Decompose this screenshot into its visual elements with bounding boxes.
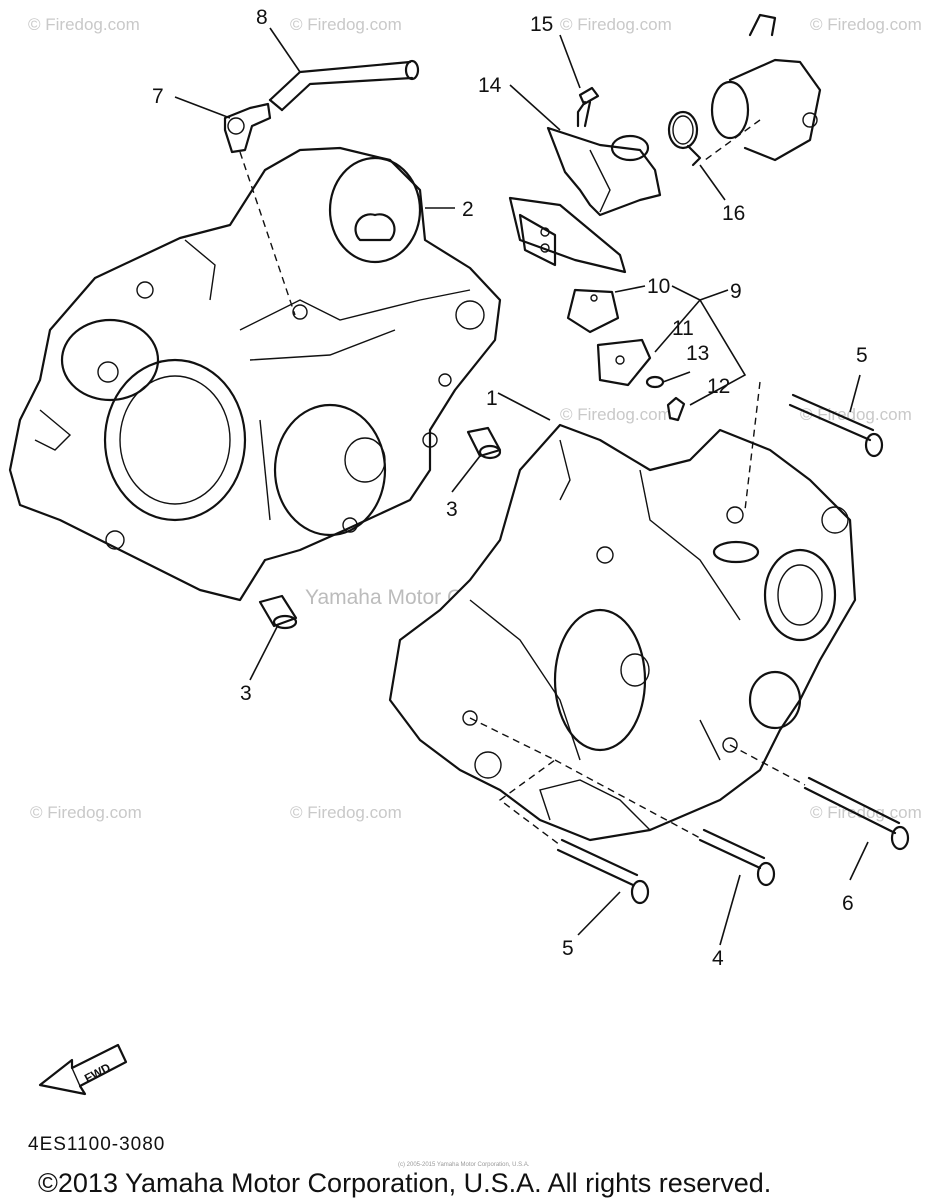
watermark-site: © Firedog.com bbox=[28, 15, 140, 34]
watermark-site: © Firedog.com bbox=[560, 15, 672, 34]
watermark-site: © Firedog.com bbox=[800, 405, 912, 424]
hose-drawing bbox=[223, 59, 420, 316]
diagram-code: 4ES1100-3080 bbox=[28, 1134, 165, 1155]
label-part-14: 14 bbox=[478, 74, 502, 97]
label-part-12: 12 bbox=[707, 375, 730, 398]
label-part-10: 10 bbox=[647, 275, 670, 298]
watermark-site: © Firedog.com bbox=[810, 15, 922, 34]
label-part-7: 7 bbox=[152, 85, 164, 108]
watermark-site: © Firedog.com bbox=[560, 405, 672, 424]
watermark-site: © Firedog.com bbox=[30, 803, 142, 822]
label-part-16: 16 bbox=[722, 202, 745, 225]
fwd-arrow-icon: FWD bbox=[38, 1043, 128, 1096]
part-labels: 8 7 15 14 2 16 10 9 11 13 12 5 1 3 3 6 4… bbox=[152, 6, 868, 970]
watermark-site: © Firedog.com bbox=[290, 15, 402, 34]
intake-manifold-drawing bbox=[546, 13, 822, 217]
small-copyright: (c) 2005-2015 Yamaha Motor Corporation, … bbox=[398, 1162, 530, 1168]
label-part-11: 11 bbox=[672, 317, 694, 340]
watermark-site: © Firedog.com bbox=[290, 803, 402, 822]
crankcase-left-drawing bbox=[8, 146, 502, 602]
label-part-6: 6 bbox=[842, 892, 854, 915]
label-part-8: 8 bbox=[256, 6, 268, 29]
label-part-1: 1 bbox=[486, 387, 498, 410]
label-part-4: 4 bbox=[712, 947, 724, 970]
label-part-5-bottom: 5 bbox=[562, 937, 574, 960]
label-part-2: 2 bbox=[462, 198, 474, 221]
copyright-notice: ©2013 Yamaha Motor Corporation, U.S.A. A… bbox=[38, 1168, 771, 1198]
dowel-pin-drawing bbox=[258, 426, 502, 630]
watermark-site: © Firedog.com bbox=[810, 803, 922, 822]
label-part-3-lower: 3 bbox=[240, 682, 252, 705]
label-part-13: 13 bbox=[686, 342, 709, 365]
label-part-5-top: 5 bbox=[856, 344, 868, 367]
label-part-9: 9 bbox=[730, 280, 742, 303]
label-part-15: 15 bbox=[530, 13, 553, 36]
crankcase-right-drawing bbox=[388, 423, 857, 842]
bolt-drawings bbox=[556, 393, 910, 905]
reed-valve-drawing bbox=[508, 196, 686, 422]
label-part-3-upper: 3 bbox=[446, 498, 458, 521]
alignment-lines bbox=[469, 381, 806, 846]
leader-lines bbox=[174, 27, 869, 946]
